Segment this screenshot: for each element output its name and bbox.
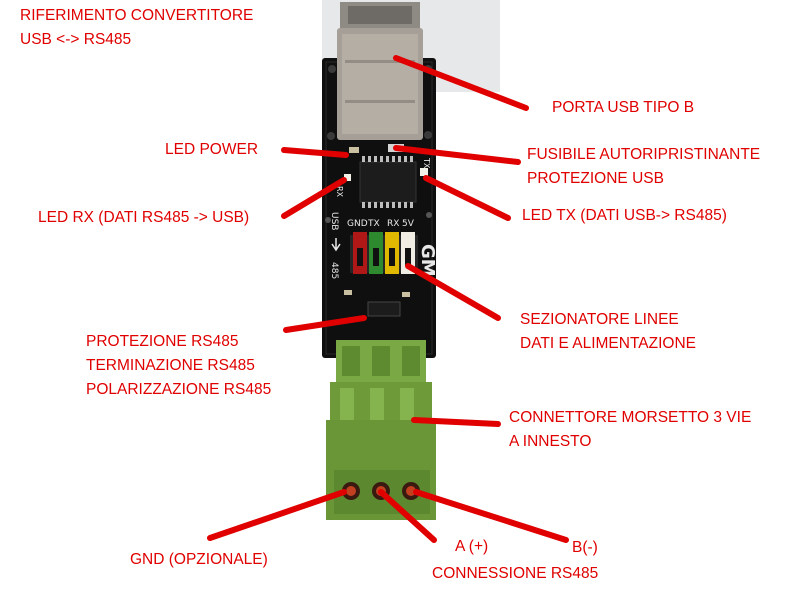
rx-silk: RX	[335, 186, 344, 198]
usb-port	[337, 2, 423, 140]
pointer-lines	[207, 55, 569, 543]
rs485-connection-label: CONNESSIONE RS485	[432, 565, 599, 582]
fuse-label: FUSIBILE AUTORIPRISTINANTE PROTEZIONE US…	[527, 146, 761, 187]
terminal-block	[326, 340, 436, 520]
title-label: RIFERIMENTO CONVERTITORE USB <-> RS485	[20, 7, 254, 48]
direction-arrow	[331, 238, 341, 252]
pin-label-rx: RX	[387, 219, 399, 229]
protection-label: PROTEZIONE RS485 TERMINAZIONE RS485 POLA…	[86, 333, 272, 398]
pointer-switches	[405, 263, 501, 321]
pointer-b	[413, 489, 569, 543]
silkscreen: GND TX RX 5V USB 485 GM RX TX	[329, 157, 438, 279]
usb-port-label: PORTA USB TIPO B	[552, 99, 695, 116]
a-plus-label: A (+)	[455, 538, 489, 555]
pin-label-tx: TX	[367, 219, 380, 229]
pointer-connector	[411, 417, 501, 427]
brand-logo: GM	[417, 244, 438, 277]
gnd-label: GND (OPZIONALE)	[130, 551, 268, 568]
rs485-silk: 485	[329, 262, 339, 279]
pointer-fuse	[393, 145, 521, 165]
pointer-usb	[393, 55, 529, 111]
pin-label-5v: 5V	[402, 219, 415, 229]
pointer-led-rx	[281, 177, 347, 219]
b-minus-label: B(-)	[572, 539, 598, 556]
pointer-protection	[283, 315, 367, 333]
usb-silk: USB	[329, 212, 339, 230]
pointer-gnd	[207, 489, 347, 541]
led-rx-label: LED RX (DATI RS485 -> USB)	[38, 209, 250, 226]
led-power-label: LED POWER	[165, 141, 259, 158]
pin-label-gnd: GND	[347, 219, 368, 229]
pointer-led-power	[281, 147, 349, 158]
pointer-led-tx	[423, 175, 511, 221]
switches-label: SEZIONATORE LINEE DATI E ALIMENTAZIONE	[520, 311, 696, 352]
pointer-a	[378, 489, 437, 543]
tx-silk: TX	[422, 157, 431, 169]
connector-label: CONNETTORE MORSETTO 3 VIE A INNESTO	[509, 409, 752, 450]
led-tx-label: LED TX (DATI USB-> RS485)	[522, 207, 727, 224]
